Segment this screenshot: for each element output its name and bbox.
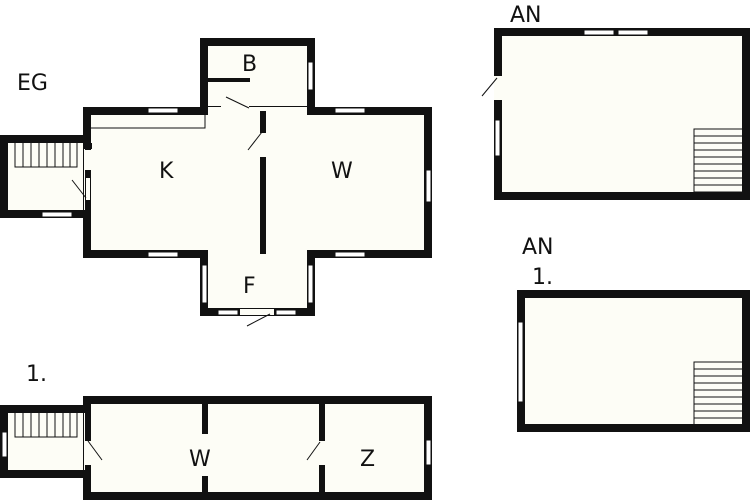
outbuilding-first-plan: AN 1. <box>517 235 750 432</box>
room-b <box>200 38 315 114</box>
floor-title-an: AN <box>510 3 542 28</box>
outbuilding-first-room <box>517 290 750 432</box>
f-opening <box>208 250 307 258</box>
floor-title-an-1-line1: AN <box>522 235 554 260</box>
staircase-an <box>693 128 745 193</box>
room-label-f: F <box>243 274 256 299</box>
stair-annex-first <box>0 405 92 478</box>
main-block <box>83 107 432 258</box>
room-f <box>200 250 315 316</box>
ground-floor-plan: EG B K W F <box>0 38 432 327</box>
room-label-w: W <box>331 159 353 184</box>
outbuilding-ground-plan: AN <box>481 3 750 200</box>
room-label-w-first: W <box>189 447 211 472</box>
staircase-first <box>14 411 78 438</box>
staircase <box>14 141 78 168</box>
first-main-block <box>83 396 432 500</box>
room-label-b: B <box>242 52 257 77</box>
room-label-k: K <box>159 159 174 184</box>
floor-title-1: 1. <box>26 362 47 387</box>
kw-divider <box>260 111 266 254</box>
floor-title-eg: EG <box>17 71 48 96</box>
stair-annex <box>0 135 92 218</box>
outbuilding-ground-room <box>494 28 750 200</box>
b-opening <box>208 107 307 115</box>
floor-title-an-1-line2: 1. <box>532 265 553 290</box>
first-floor-plan: 1. W Z <box>0 362 432 500</box>
annex-door <box>86 178 90 200</box>
room-label-z: Z <box>360 447 375 472</box>
staircase-an-first <box>693 361 745 426</box>
